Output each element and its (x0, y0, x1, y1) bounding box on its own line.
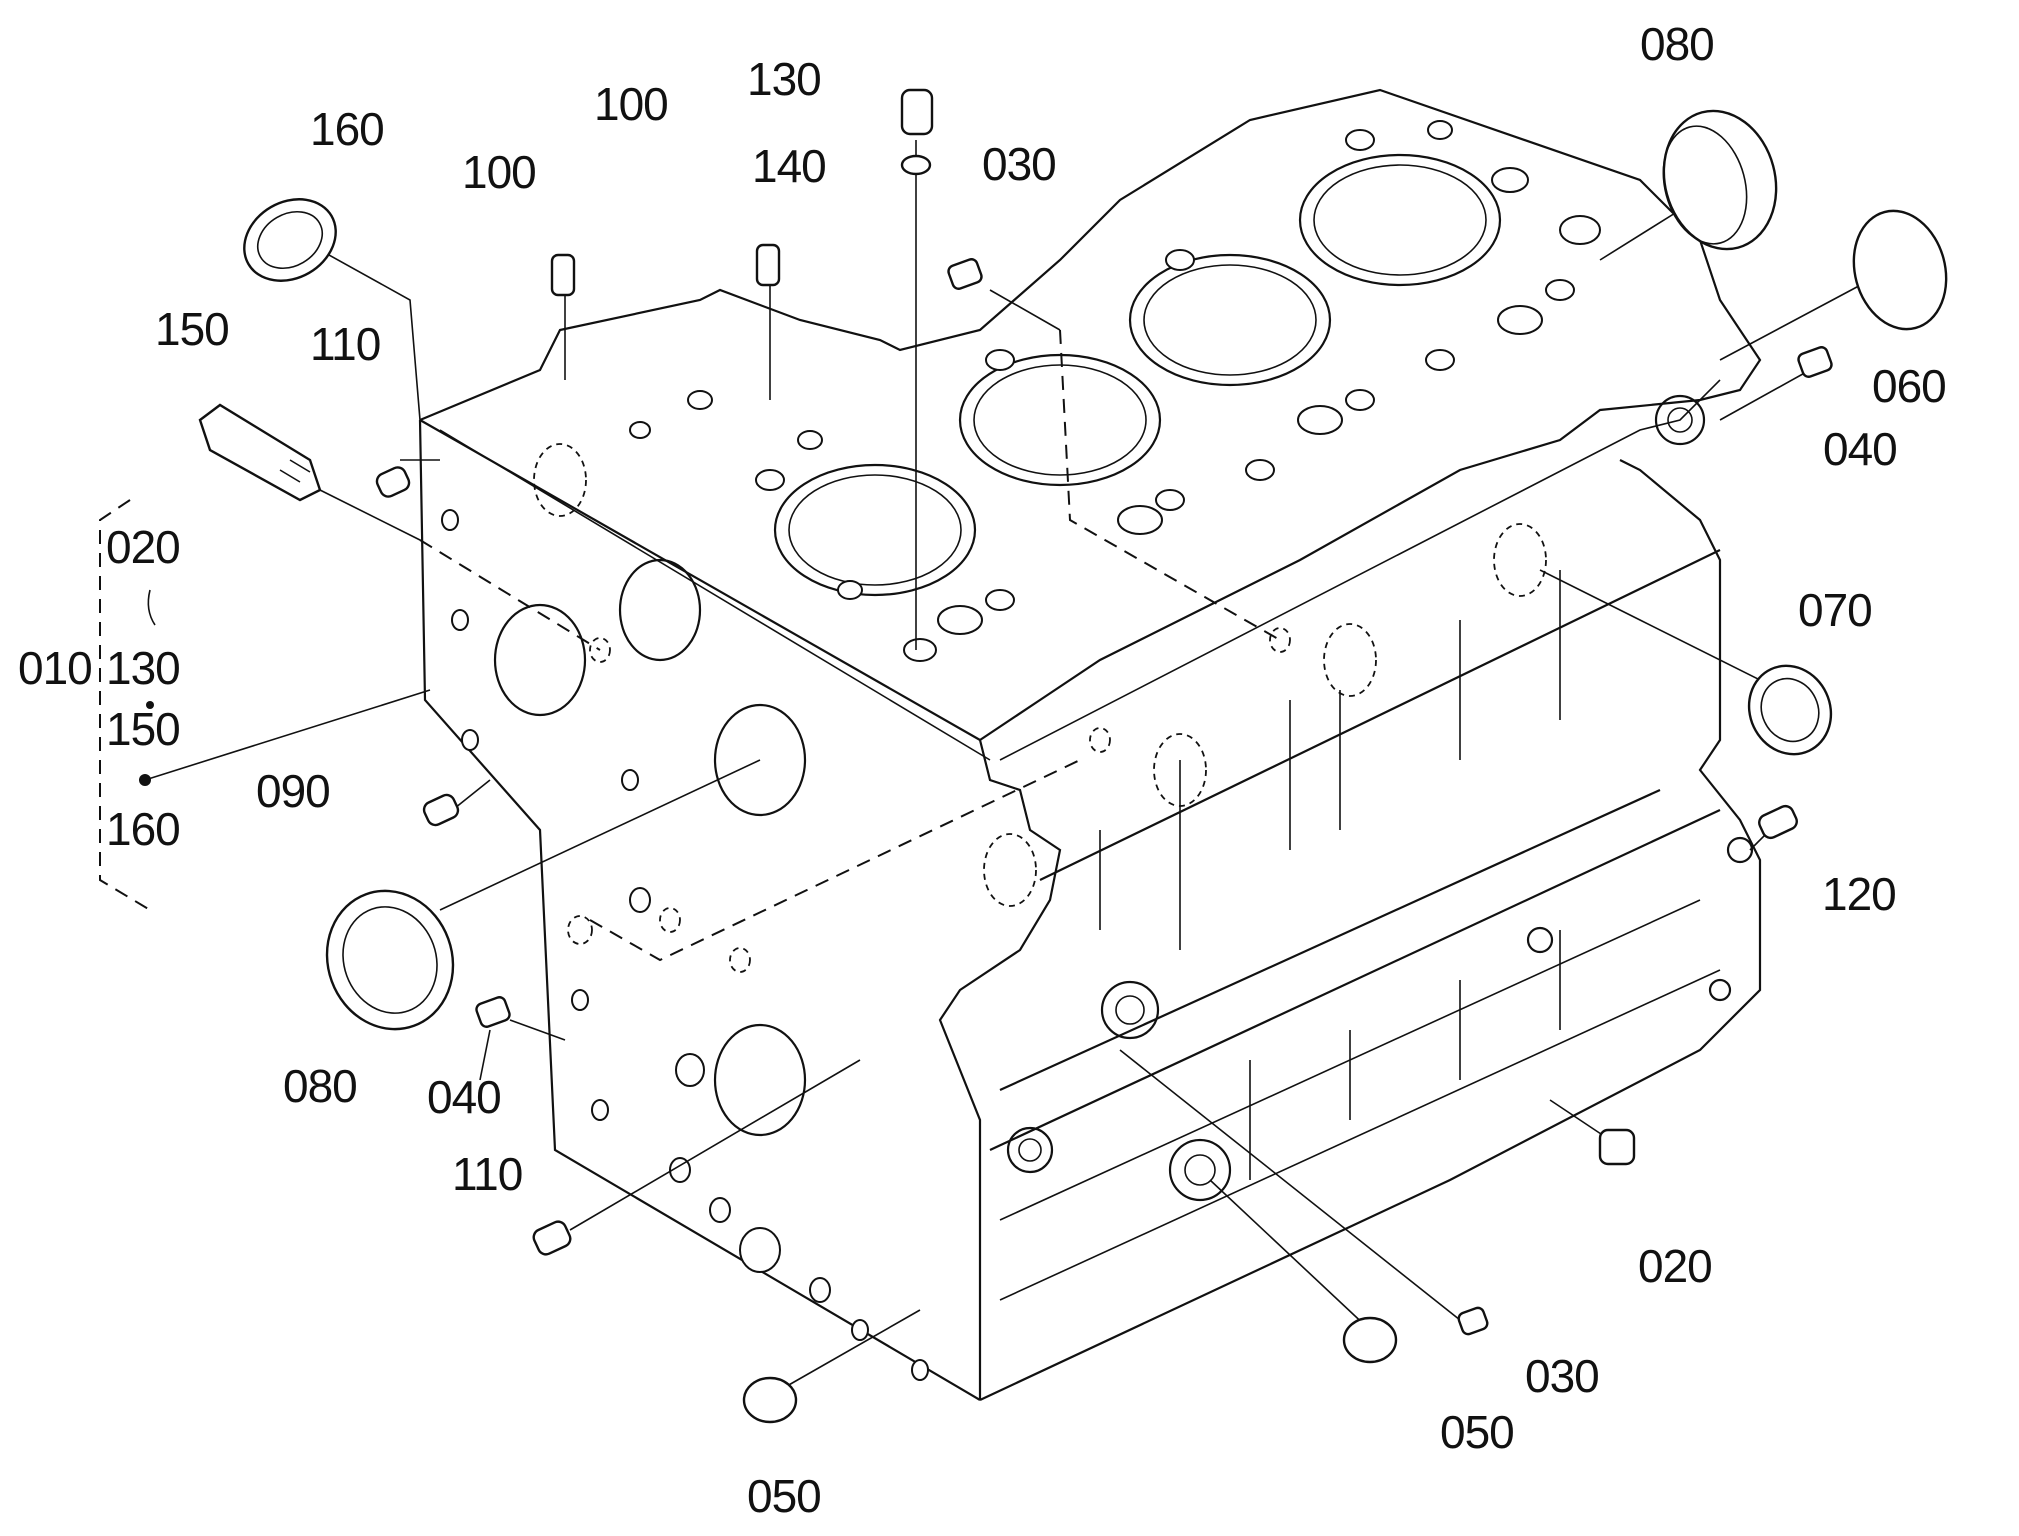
front-face-holes (441, 509, 929, 1381)
label-010-member-150: 150 (106, 703, 180, 755)
label-070: 070 (1798, 584, 1872, 636)
label-010-member-020: 020 (106, 521, 180, 573)
label-040-left: 040 (427, 1071, 501, 1123)
label-110-bottom: 110 (452, 1148, 522, 1200)
cylinder-bores (773, 153, 1502, 597)
seal-070 (1747, 664, 1833, 756)
label-010-member-130: 130 (106, 642, 180, 694)
label-130: 130 (747, 53, 821, 105)
label-040-right: 040 (1823, 423, 1897, 475)
label-160: 160 (310, 103, 384, 155)
label-150: 150 (155, 303, 229, 355)
label-050-left: 050 (747, 1470, 821, 1522)
fitting-150 (198, 403, 322, 502)
label-050-mid: 050 (1440, 1406, 1514, 1458)
label-030-top: 030 (982, 138, 1056, 190)
seal-160 (243, 198, 337, 282)
label-010-member-160: 160 (106, 803, 180, 855)
label-020-right: 020 (1638, 1240, 1712, 1292)
label-110-left: 110 (310, 318, 380, 370)
label-080-left: 080 (283, 1060, 357, 1112)
cylinder-block (418, 88, 1762, 1401)
label-120: 120 (1822, 868, 1896, 920)
leader-lines (144, 140, 1871, 1391)
label-090: 090 (256, 765, 330, 817)
assembly-bracket-010 (99, 499, 156, 911)
label-100-b: 100 (594, 78, 668, 130)
label-140: 140 (752, 140, 826, 192)
plug-080-top (1662, 109, 1778, 251)
label-100-a: 100 (462, 146, 536, 198)
label-030-bottom: 030 (1525, 1350, 1599, 1402)
label-010: 010 (18, 642, 92, 694)
seal-080-left (325, 889, 455, 1031)
deck-holes (629, 120, 1601, 662)
callout-labels: 160 150 110 100 100 130 140 030 080 060 … (18, 18, 1947, 1522)
label-080-top: 080 (1640, 18, 1714, 70)
side-bosses (1006, 394, 1754, 1202)
hidden-outlines (533, 443, 1547, 973)
parts (198, 88, 1948, 1424)
label-060: 060 (1872, 360, 1946, 412)
